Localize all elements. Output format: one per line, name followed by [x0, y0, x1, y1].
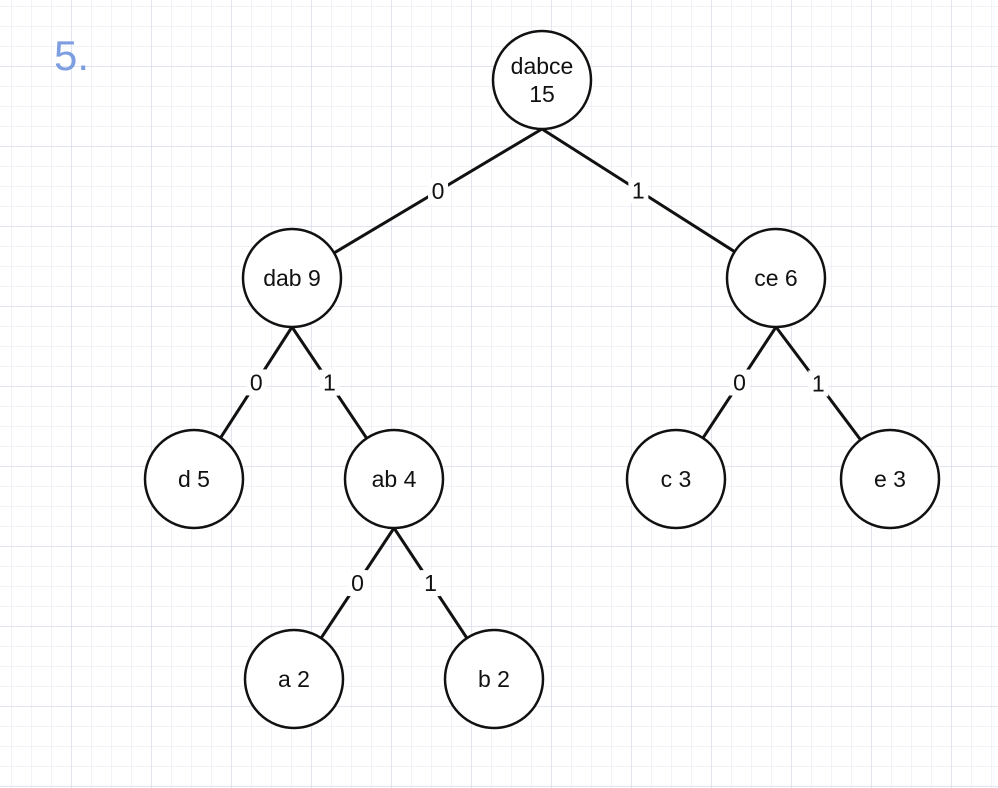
edge-label-ce-c: 0 — [729, 369, 750, 396]
node-label: dab 9 — [263, 265, 321, 291]
edge-label-text: 1 — [812, 370, 825, 396]
node-label: c 3 — [661, 466, 692, 492]
node-circle — [243, 628, 345, 730]
node-circle — [143, 428, 245, 530]
node-circle — [725, 227, 827, 329]
node-label: d 5 — [178, 466, 210, 492]
node-label: dabce — [511, 53, 574, 79]
edges-layer — [219, 127, 862, 639]
node-a: a 2 — [243, 628, 345, 730]
edge-label-text: 1 — [424, 570, 437, 596]
node-circle — [343, 428, 445, 530]
edge-labels-layer: 0 1 0 1 0 1 0 1 — [246, 177, 829, 597]
edge-label-text: 0 — [250, 369, 263, 395]
edge-label-ce-e: 1 — [808, 370, 829, 397]
edge-label-ab-a: 0 — [347, 570, 368, 597]
edge-label-dab-d: 0 — [246, 369, 267, 396]
edge-label-dabce-ce: 1 — [628, 177, 649, 204]
node-label: ab 4 — [372, 466, 417, 492]
node-label: b 2 — [478, 666, 510, 692]
node-label: ce 6 — [754, 265, 797, 291]
node-b: b 2 — [443, 628, 545, 730]
node-circle — [241, 227, 343, 329]
node-e: e 3 — [839, 428, 941, 530]
edge-label-text: 0 — [733, 370, 746, 396]
edge-label-dab-ab: 1 — [319, 369, 340, 396]
node-label: a 2 — [278, 666, 310, 692]
edge-label-text: 1 — [323, 370, 336, 396]
node-ab: ab 4 — [343, 428, 445, 530]
edge-label-dabce-dab: 0 — [428, 177, 449, 204]
node-circle — [443, 628, 545, 730]
problem-number: 5. — [54, 32, 90, 79]
edge-label-text: 0 — [351, 570, 364, 596]
node-label: e 3 — [874, 466, 906, 492]
node-label: 15 — [529, 81, 555, 107]
edge-label-ab-b: 1 — [420, 570, 441, 597]
node-circle — [839, 428, 941, 530]
edge-label-text: 1 — [632, 177, 645, 203]
edge-label-text: 0 — [432, 178, 445, 204]
node-circle — [491, 29, 593, 131]
node-c: c 3 — [625, 428, 727, 530]
node-circle — [625, 428, 727, 530]
node-dab: dab 9 — [241, 227, 343, 329]
node-d: d 5 — [143, 428, 245, 530]
node-ce: ce 6 — [725, 227, 827, 329]
